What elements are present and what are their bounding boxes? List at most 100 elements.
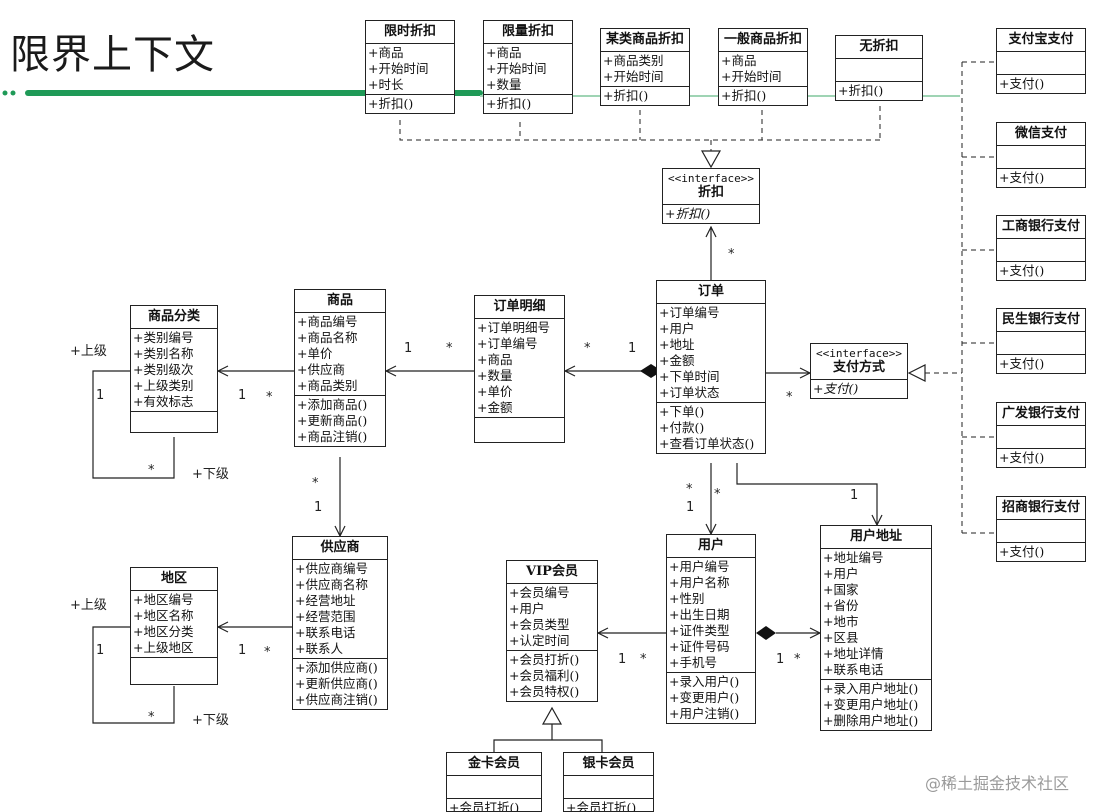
- operation: +添加供应商(): [295, 660, 378, 675]
- attribute: +用户名称: [669, 575, 730, 590]
- multiplicity-label: *: [728, 247, 735, 262]
- attribute: +经营范围: [295, 609, 356, 624]
- attribute: +类别名称: [133, 346, 194, 361]
- attribute: +证件号码: [669, 639, 730, 654]
- attribute: +订单编号: [659, 305, 720, 320]
- operations: +折扣(): [366, 95, 454, 113]
- attribute: +类别编号: [133, 330, 194, 345]
- role-label: +上级: [70, 598, 107, 613]
- attribute: +订单明细号: [477, 320, 550, 335]
- class-order[interactable]: 订单 +订单编号 +用户 +地址 +金额 +下单时间 +订单状态 +下单() +…: [656, 280, 766, 454]
- class-user[interactable]: 用户 +用户编号 +用户名称 +性别 +出生日期 +证件类型 +证件号码 +手机…: [666, 534, 756, 724]
- interface-discount[interactable]: <<interface>> 折扣 +折扣(): [662, 168, 760, 224]
- class-product-category[interactable]: 商品分类 +类别编号 +类别名称 +类别级次 +上级类别 +有效标志: [130, 305, 218, 433]
- multiplicity-label: *: [264, 645, 271, 660]
- multiplicity-label: 1: [404, 341, 413, 356]
- operations: [131, 658, 217, 684]
- attributes: [997, 52, 1085, 75]
- class-silver-member[interactable]: 银卡会员 +会员打折(): [563, 752, 654, 812]
- operation: +支付(): [813, 381, 859, 396]
- operation: +折扣(): [721, 88, 767, 103]
- operation: +录入用户(): [669, 674, 740, 689]
- class-name: 支付宝支付: [997, 29, 1085, 52]
- class-category-discount[interactable]: 某类商品折扣 +商品类别 +开始时间 +折扣(): [600, 28, 690, 106]
- attribute: +地区编号: [133, 592, 194, 607]
- operation: +折扣(): [838, 83, 884, 98]
- attribute: +商品: [368, 45, 404, 60]
- class-general-discount[interactable]: 一般商品折扣 +商品 +开始时间 +折扣(): [718, 28, 808, 106]
- attribute: +供应商编号: [295, 561, 368, 576]
- attribute: +地址编号: [823, 550, 884, 565]
- class-limited-quantity-discount[interactable]: 限量折扣 +商品 +开始时间 +数量 +折扣(): [483, 20, 573, 114]
- attribute: +地区名称: [133, 608, 194, 623]
- attribute: +省份: [823, 598, 859, 613]
- class-cmbc-pay[interactable]: 民生银行支付 +支付(): [996, 308, 1086, 374]
- operations: +支付(): [997, 75, 1085, 93]
- attribute: +地市: [823, 614, 859, 629]
- attribute: +类别级次: [133, 362, 194, 377]
- class-region[interactable]: 地区 +地区编号 +地区名称 +地区分类 +上级地区: [130, 567, 218, 685]
- class-no-discount[interactable]: 无折扣 +折扣(): [835, 35, 923, 101]
- attribute: +联系电话: [295, 625, 356, 640]
- operation: +变更用户地址(): [823, 697, 919, 712]
- class-order-detail[interactable]: 订单明细 +订单明细号 +订单编号 +商品 +数量 +单价 +金额: [474, 295, 565, 443]
- class-name: 供应商: [293, 537, 387, 560]
- class-limited-time-discount[interactable]: 限时折扣 +商品 +开始时间 +时长 +折扣(): [365, 20, 455, 114]
- class-vip-member[interactable]: VIP会员 +会员编号 +用户 +会员类型 +认定时间 +会员打折() +会员福…: [506, 560, 598, 702]
- attributes: +会员编号 +用户 +会员类型 +认定时间: [507, 584, 597, 651]
- class-name: 商品分类: [131, 306, 217, 329]
- attribute: +时长: [368, 77, 404, 92]
- multiplicity-label: *: [686, 482, 693, 497]
- attributes: +用户编号 +用户名称 +性别 +出生日期 +证件类型 +证件号码 +手机号: [667, 558, 755, 673]
- class-cgb-pay[interactable]: 广发银行支付 +支付(): [996, 402, 1086, 468]
- class-name: 招商银行支付: [997, 497, 1085, 520]
- stereotype: <<interface>>: [667, 172, 755, 185]
- role-label: +上级: [70, 344, 107, 359]
- operations: +支付(): [997, 355, 1085, 373]
- class-icbc-pay[interactable]: 工商银行支付 +支付(): [996, 215, 1086, 281]
- attribute: +订单编号: [477, 336, 538, 351]
- attributes: [997, 520, 1085, 543]
- class-wechat-pay[interactable]: 微信支付 +支付(): [996, 122, 1086, 188]
- class-gold-member[interactable]: 金卡会员 +会员打折(): [446, 752, 542, 812]
- class-name: 用户: [667, 535, 755, 558]
- class-name: 银卡会员: [564, 753, 653, 776]
- attribute: +商品编号: [297, 314, 358, 329]
- class-name: 订单明细: [475, 296, 564, 319]
- multiplicity-label: 1: [850, 488, 859, 503]
- operation: +变更用户(): [669, 690, 740, 705]
- attribute: +性别: [669, 591, 705, 606]
- attribute: +联系人: [295, 641, 343, 656]
- attribute: +商品: [477, 352, 513, 367]
- operation: +删除用户地址(): [823, 713, 919, 728]
- associations: [92, 227, 877, 752]
- operations: +录入用户地址() +变更用户地址() +删除用户地址(): [821, 680, 931, 730]
- vip-inherit-triangle: [541, 706, 563, 725]
- attributes: +类别编号 +类别名称 +类别级次 +上级类别 +有效标志: [131, 329, 217, 412]
- class-product[interactable]: 商品 +商品编号 +商品名称 +单价 +供应商 +商品类别 +添加商品() +更…: [294, 289, 386, 447]
- class-user-address[interactable]: 用户地址 +地址编号 +用户 +国家 +省份 +地市 +区县 +地址详情 +联系…: [820, 525, 932, 731]
- operation: +供应商注销(): [295, 692, 378, 707]
- operation: +会员打折(): [509, 652, 580, 667]
- attribute: +商品类别: [297, 378, 358, 393]
- operation: +支付(): [999, 263, 1045, 278]
- class-alipay[interactable]: 支付宝支付 +支付(): [996, 28, 1086, 94]
- attribute: +开始时间: [721, 69, 782, 84]
- attributes: +订单编号 +用户 +地址 +金额 +下单时间 +订单状态: [657, 304, 765, 403]
- multiplicity-label: *: [584, 341, 591, 356]
- attribute: +证件类型: [669, 623, 730, 638]
- class-supplier[interactable]: 供应商 +供应商编号 +供应商名称 +经营地址 +经营范围 +联系电话 +联系人…: [292, 536, 388, 710]
- multiplicity-label: 1: [776, 652, 785, 667]
- multiplicity-label: *: [640, 652, 647, 667]
- multiplicity-label: *: [148, 710, 155, 725]
- class-cmb-pay[interactable]: 招商银行支付 +支付(): [996, 496, 1086, 562]
- class-name: 商品: [295, 290, 385, 313]
- interface-payment-method[interactable]: <<interface>> 支付方式 +支付(): [810, 343, 908, 399]
- watermark: @稀土掘金技术社区: [925, 774, 1070, 793]
- interface-name: 支付方式: [832, 360, 885, 375]
- attribute: +手机号: [669, 655, 717, 670]
- attributes: +商品编号 +商品名称 +单价 +供应商 +商品类别: [295, 313, 385, 396]
- class-name: 限时折扣: [366, 21, 454, 44]
- operations: +添加供应商() +更新供应商() +供应商注销(): [293, 659, 387, 709]
- operations: [475, 418, 564, 442]
